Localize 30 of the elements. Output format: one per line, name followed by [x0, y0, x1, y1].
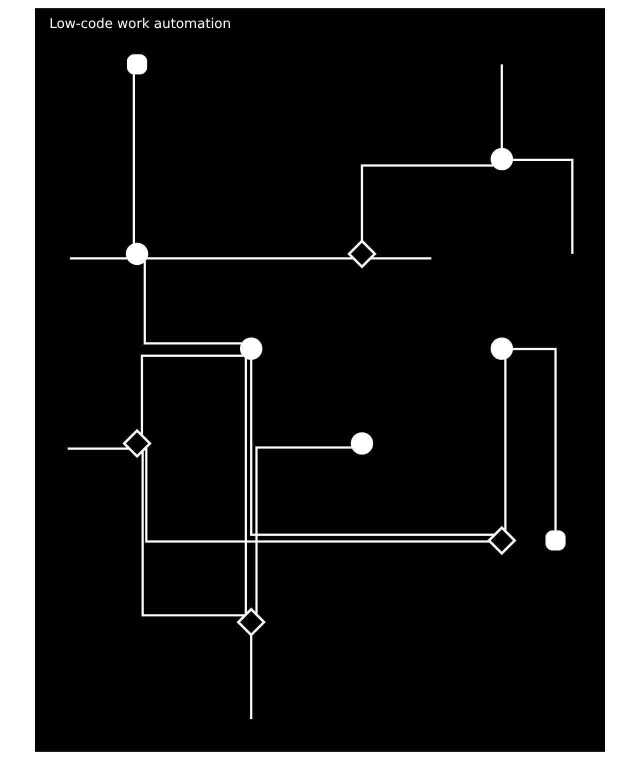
connector [512, 158, 574, 254]
connector [132, 74, 135, 244]
connector [140, 354, 243, 436]
connector [146, 257, 354, 260]
connector [250, 635, 252, 720]
connector [142, 450, 246, 616]
node-diamond [487, 526, 516, 556]
node-diamond [236, 608, 266, 637]
diagram-title: Low-code work automation [49, 16, 232, 32]
node-diamond [122, 428, 152, 458]
connector [68, 447, 130, 450]
connector [250, 360, 495, 536]
node-circle [126, 242, 148, 266]
connector [512, 348, 557, 531]
connector [360, 164, 494, 241]
connector [145, 447, 490, 543]
connector [500, 64, 503, 148]
connector [504, 358, 506, 532]
connector [255, 446, 352, 614]
node-box [126, 54, 148, 74]
node-circle [490, 148, 514, 170]
node-circle [350, 432, 374, 455]
node-circle [240, 337, 262, 360]
connector [370, 257, 432, 260]
connector [70, 257, 128, 260]
node-box [545, 530, 566, 551]
node-diamond [347, 239, 377, 268]
connector [244, 358, 247, 614]
node-circle [490, 337, 514, 360]
connector [144, 261, 242, 345]
